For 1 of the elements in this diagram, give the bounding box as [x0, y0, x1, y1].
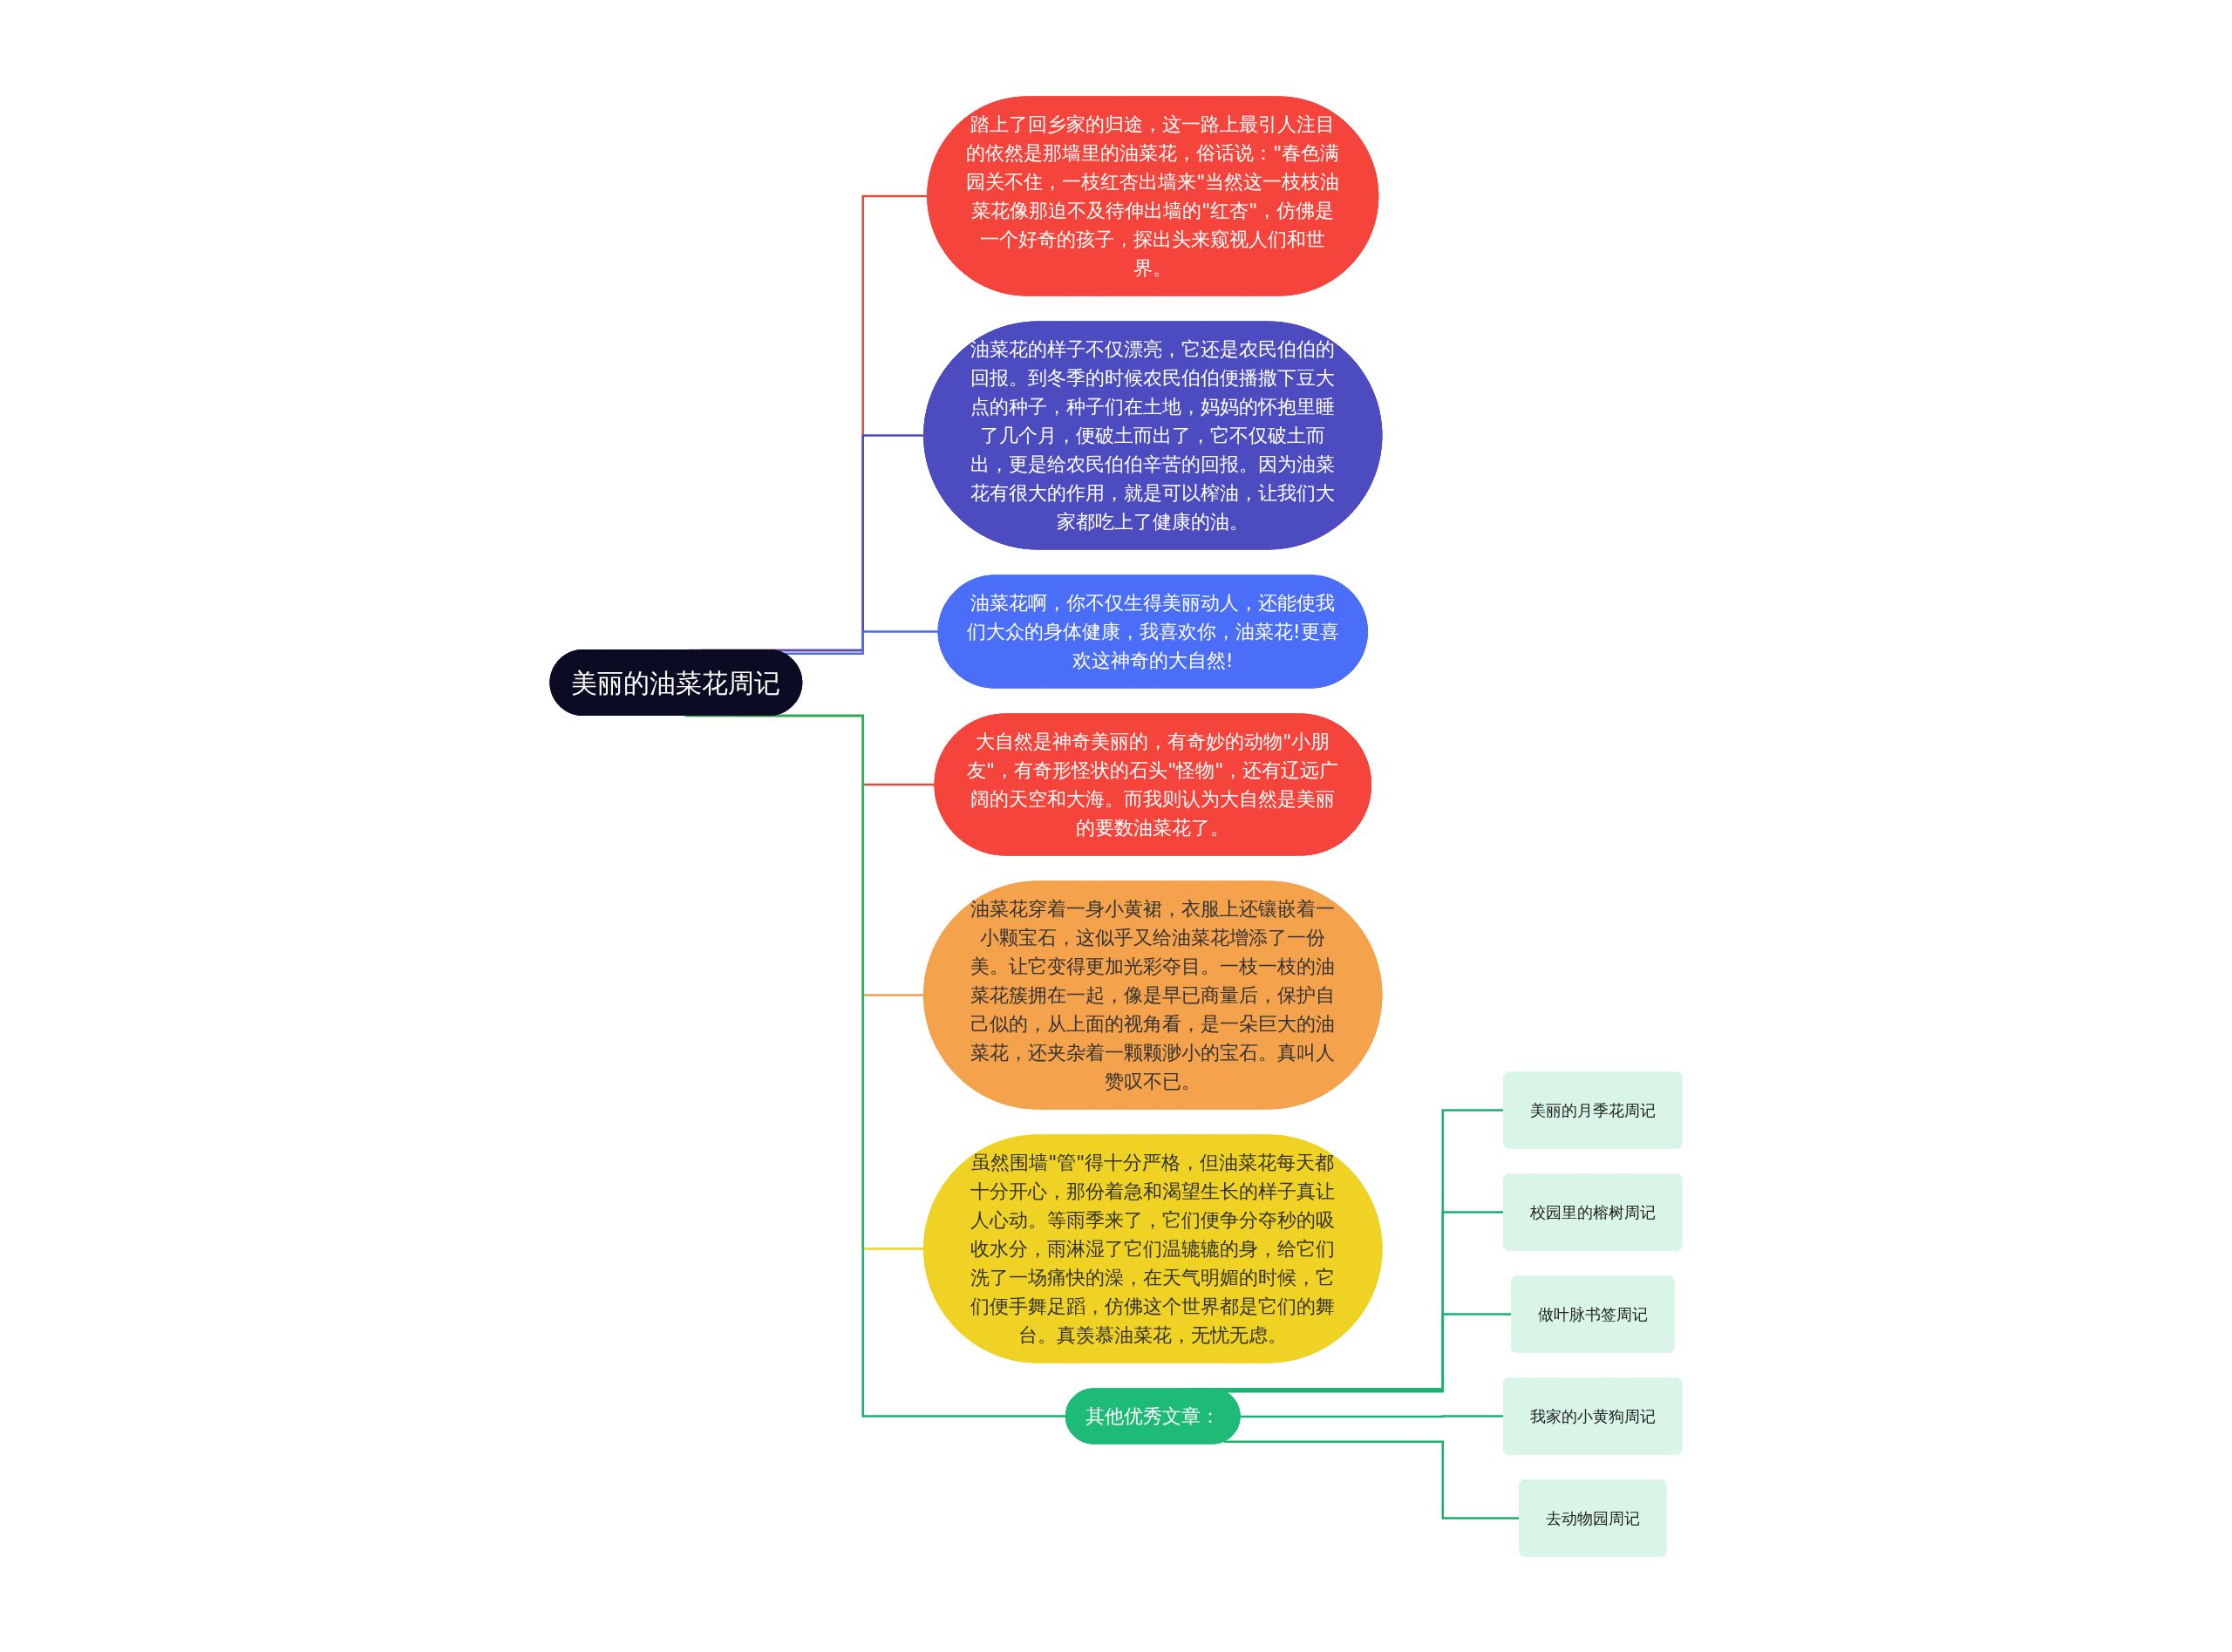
connector	[784, 629, 940, 655]
